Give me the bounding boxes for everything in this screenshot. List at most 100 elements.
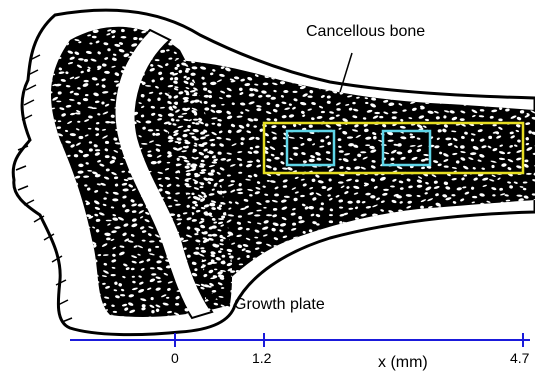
trabecula-speckle [371,59,377,64]
trabecula-speckle [425,58,431,63]
trabecula-speckle [391,263,396,266]
trabecula-speckle [473,264,478,268]
trabecula-speckle [517,216,521,219]
trabecula-speckle [395,235,399,238]
trabecula-speckle [39,302,44,305]
trabecula-speckle [468,293,474,298]
trabecula-speckle [406,301,412,303]
trabecula-speckle [351,291,356,295]
trabecula-speckle [392,72,397,75]
trabecula-speckle [419,292,423,295]
trabecula-speckle [318,263,322,267]
trabecula-speckle [279,272,285,276]
trabecula-speckle [263,207,266,209]
trabecula-speckle [41,244,46,247]
trabecula-speckle [408,88,411,90]
trabecula-speckle [36,274,42,279]
trabecula-speckle [382,270,388,274]
trabecula-speckle [447,90,451,92]
trabecula-speckle [334,272,340,275]
trabecula-speckle [371,277,375,280]
trabecula-speckle [489,68,495,71]
trabecula-speckle [388,293,394,295]
trabecula-speckle [496,285,502,289]
trabecula-speckle [428,238,431,240]
trabecula-speckle [343,269,348,273]
trabecula-speckle [416,280,422,283]
trabecula-speckle [419,286,424,289]
trabecula-speckle [452,255,457,259]
trabecula-speckle [400,228,406,233]
trabecula-speckle [230,28,234,32]
trabecula-speckle [384,253,389,257]
trabecula-speckle [479,258,482,260]
trabecula-speckle [44,252,48,256]
trabecula-speckle [408,59,414,63]
trabecula-speckle [469,278,476,282]
trabecula-speckle [454,263,460,267]
trabecula-speckle [451,250,457,253]
trabecula-speckle [518,275,525,278]
trabecula-speckle [39,309,44,312]
trabecula-speckle [532,73,535,77]
trabecula-speckle [338,77,343,81]
trabecula-speckle [418,296,422,300]
trabecula-speckle [428,283,433,287]
trabecula-speckle [348,296,352,299]
trabecula-speckle [411,258,415,261]
trabecula-speckle [391,257,397,261]
trabecula-speckle [352,62,357,66]
trabecula-speckle [526,276,532,281]
trabecula-speckle [526,86,533,89]
trabecula-speckle [266,278,271,282]
trabecula-speckle [363,271,367,273]
trabecula-speckle [489,235,493,239]
trabecula-speckle [106,220,112,222]
trabecula-speckle [436,230,442,235]
trabecula-speckle [302,270,307,274]
trabecula-speckle [48,314,52,318]
trabecula-speckle [507,235,512,240]
trabecula-speckle [383,62,387,65]
trabecula-speckle [499,292,503,295]
trabecula-speckle [471,71,476,75]
trabecula-speckle [392,116,397,119]
trabecula-speckle [510,297,514,301]
trabecula-speckle [398,58,404,63]
trabecula-speckle [437,274,442,278]
trabecula-speckle [443,264,448,268]
trabecula-speckle [497,249,501,253]
trabecula-speckle [455,289,460,294]
trabecula-speckle [491,292,497,295]
trabecula-speckle [299,68,304,71]
trabecula-speckle [337,74,341,78]
trabecula-speckle [403,80,409,84]
trabecula-speckle [384,236,388,239]
trabecula-speckle [415,272,422,278]
trabecula-speckle [406,241,411,245]
trabecula-speckle [355,76,361,80]
x-tick-label-1: 1.2 [252,350,271,366]
trabecula-speckle [364,242,368,245]
trabecula-speckle [416,81,421,85]
trabecula-speckle [402,300,407,303]
trabecula-speckle [348,250,352,253]
trabecula-speckle [526,67,532,70]
trabecula-speckle [452,271,458,276]
trabecula-speckle [488,248,492,250]
trabecula-speckle [230,24,234,27]
trabecula-speckle [310,249,315,253]
trabecula-speckle [266,95,271,98]
trabecula-speckle [401,292,407,294]
trabecula-speckle [362,297,366,301]
trabecula-speckle [309,159,315,162]
trabecula-speckle [483,233,488,237]
trabecula-speckle [302,279,307,282]
trabecula-speckle [378,284,384,287]
trabecula-speckle [507,251,512,254]
trabecula-speckle [426,297,431,301]
trabecula-speckle [463,75,467,78]
trabecula-speckle [362,234,366,238]
trabecula-speckle [526,292,531,297]
trabecula-speckle [275,283,280,286]
